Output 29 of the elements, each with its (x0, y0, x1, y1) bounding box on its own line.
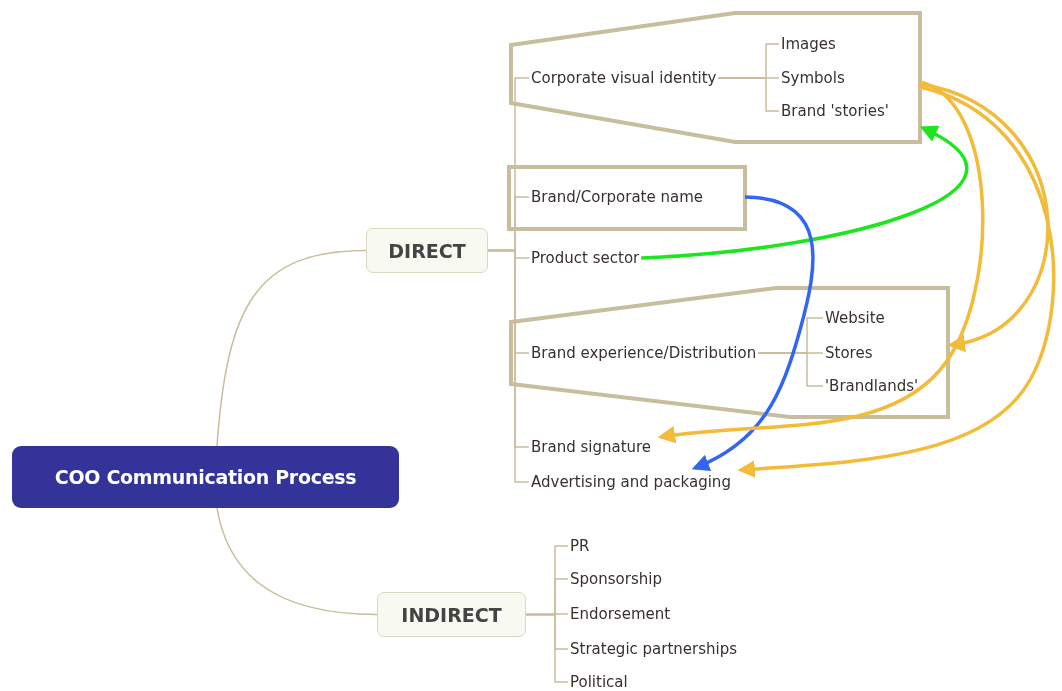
topic-label: 'Brandlands' (823, 375, 921, 397)
branch-line (525, 613, 569, 683)
topic-label: PR (568, 535, 592, 557)
topic-label: Corporate visual identity (529, 67, 719, 89)
topic-label: Endorsement (568, 603, 673, 625)
arrow (657, 80, 985, 444)
topic-label: Political (568, 671, 630, 691)
branch-line (717, 77, 780, 112)
topic-label: Strategic partnerships (568, 638, 740, 660)
topic-label: Website (823, 307, 887, 329)
topic-label: Brand signature (529, 436, 654, 458)
branch-line (216, 507, 378, 616)
topic-label: Product sector (529, 247, 642, 269)
arrow (919, 82, 1050, 351)
branch-topic-box: DIRECT (366, 228, 488, 273)
topic-label: Stores (823, 342, 875, 364)
topic-label: Brand experience/Distribution (529, 342, 759, 364)
arrow (691, 195, 815, 471)
branch-topic-box: INDIRECT (377, 592, 526, 637)
topic-label: Sponsorship (568, 568, 664, 590)
topic-label: Advertising and packaging (529, 471, 733, 493)
topic-label: Images (779, 33, 838, 55)
topic-label: Symbols (779, 67, 847, 89)
branch-line (757, 352, 824, 387)
arrow (641, 126, 968, 260)
topic-label: Brand 'stories' (779, 100, 891, 122)
central-topic-box: COO Communication Process (12, 446, 399, 508)
branch-line (216, 249, 367, 447)
arrow (737, 85, 1056, 478)
